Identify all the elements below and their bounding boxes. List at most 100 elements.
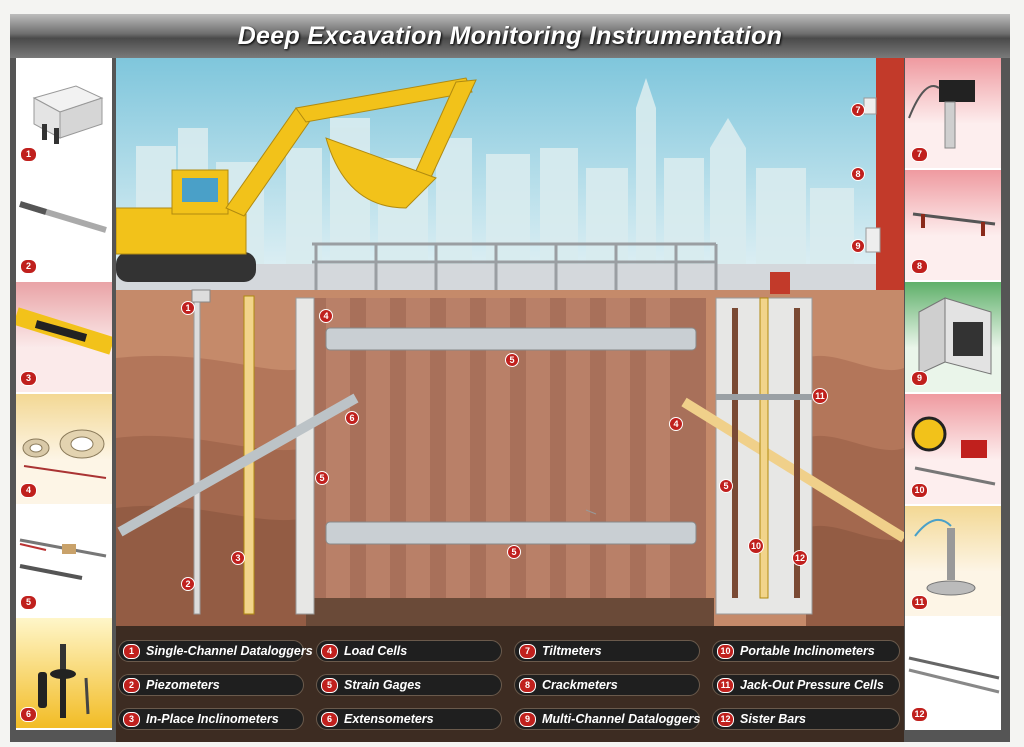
- legend-label: Jack-Out Pressure Cells: [740, 678, 884, 692]
- title-bar: Deep Excavation Monitoring Instrumentati…: [10, 14, 1010, 58]
- scene-badge: 7: [851, 103, 865, 117]
- scene-badge: 11: [812, 388, 828, 404]
- panel-2: 2: [16, 170, 112, 282]
- multichannel-datalogger-icon: [918, 297, 992, 375]
- panel-1: 1: [16, 58, 112, 170]
- svg-text:4: 4: [673, 419, 678, 429]
- legend-label: Piezometers: [146, 678, 220, 692]
- scene-badge: 9: [851, 239, 865, 253]
- pressure-cell-icon: [914, 518, 976, 596]
- excavation-scene: 1 2 3 4 5 6 4 5 5 7 8 9 10 11 12 5: [116, 58, 904, 630]
- panel-8: 8: [905, 170, 1001, 282]
- datalogger-box-icon: [32, 85, 104, 144]
- svg-text:2: 2: [185, 579, 190, 589]
- legend-label: Multi-Channel Dataloggers: [542, 712, 701, 726]
- tiltmeter-icon: [908, 80, 975, 149]
- legend-item: 12 Sister Bars: [712, 708, 900, 730]
- panel-12: 12: [905, 618, 1001, 730]
- legend-badge: 8: [519, 677, 536, 693]
- svg-text:12: 12: [795, 553, 805, 563]
- legend-item: 9 Multi-Channel Dataloggers: [514, 708, 700, 730]
- portable-inclinometer-icon: [911, 416, 996, 486]
- panel-badge: 2: [20, 259, 37, 274]
- panel-7: 7: [905, 58, 1001, 170]
- scene-badge: 2: [181, 577, 195, 591]
- legend-item: 10 Portable Inclinometers: [712, 640, 900, 662]
- panel-6: 6: [16, 618, 112, 730]
- panel-badge: 8: [911, 259, 928, 274]
- panel-badge: 5: [20, 595, 37, 610]
- legend-badge: 5: [321, 677, 338, 693]
- legend: 1 Single-Channel Dataloggers 2 Piezomete…: [116, 626, 904, 742]
- left-instrument-panels: 1 2 3 4: [16, 58, 112, 730]
- strain-gage-icon: [19, 538, 107, 580]
- svg-text:10: 10: [751, 541, 761, 551]
- panel-badge: 9: [911, 371, 928, 386]
- panel-5: 5: [16, 506, 112, 618]
- panel-11: 11: [905, 506, 1001, 618]
- legend-badge: 11: [717, 677, 734, 693]
- scene-badge: 5: [719, 479, 733, 493]
- legend-label: Tiltmeters: [542, 644, 602, 658]
- legend-label: Extensometers: [344, 712, 434, 726]
- svg-text:5: 5: [319, 473, 324, 483]
- scene-badge: 5: [315, 471, 329, 485]
- scene-badge: 1: [181, 301, 195, 315]
- legend-item: 7 Tiltmeters: [514, 640, 700, 662]
- legend-item: 1 Single-Channel Dataloggers: [118, 640, 313, 662]
- legend-label: Load Cells: [344, 644, 408, 658]
- svg-text:6: 6: [349, 413, 354, 423]
- inclinometer-probe-icon: [16, 307, 112, 355]
- legend-item: 11 Jack-Out Pressure Cells: [712, 674, 900, 696]
- load-cell-icon: [22, 429, 107, 479]
- legend-badge: 10: [717, 643, 734, 659]
- excavator-icon: [116, 77, 477, 282]
- svg-text:7: 7: [855, 105, 860, 115]
- extensometer-icon: [38, 644, 90, 718]
- panel-badge: 1: [20, 147, 37, 162]
- svg-text:5: 5: [509, 355, 514, 365]
- panel-badge: 10: [911, 483, 928, 498]
- scene-badge: 8: [851, 167, 865, 181]
- sister-bar-icon: [908, 656, 1000, 694]
- panel-9: 9: [905, 282, 1001, 394]
- scene-badge: 4: [319, 309, 333, 323]
- legend-badge: 9: [519, 711, 536, 727]
- scene-badge: 5: [505, 353, 519, 367]
- poster-frame: Deep Excavation Monitoring Instrumentati…: [10, 14, 1010, 742]
- legend-badge: 6: [321, 711, 338, 727]
- scene-badge: 10: [748, 538, 764, 554]
- scene-badge: 6: [345, 411, 359, 425]
- panel-badge: 11: [911, 595, 928, 610]
- legend-label: Crackmeters: [542, 678, 618, 692]
- svg-text:11: 11: [815, 391, 825, 401]
- scene-badge: 12: [792, 550, 808, 566]
- scene-badge: 3: [231, 551, 245, 565]
- right-instrument-panels: 7 8 9 10: [905, 58, 1001, 730]
- svg-text:4: 4: [323, 311, 328, 321]
- legend-badge: 2: [123, 677, 140, 693]
- svg-text:3: 3: [235, 553, 240, 563]
- crackmeter-icon: [912, 212, 996, 236]
- scene-badge: 4: [669, 417, 683, 431]
- svg-text:1: 1: [185, 303, 190, 313]
- poster-title: Deep Excavation Monitoring Instrumentati…: [237, 21, 783, 50]
- scene-badge: 5: [507, 545, 521, 559]
- piezometer-icon: [19, 201, 107, 233]
- svg-text:8: 8: [855, 169, 860, 179]
- legend-label: Portable Inclinometers: [740, 644, 875, 658]
- panel-badge: 12: [911, 707, 928, 722]
- legend-item: 4 Load Cells: [316, 640, 502, 662]
- panel-4: 4: [16, 394, 112, 506]
- legend-item: 5 Strain Gages: [316, 674, 502, 696]
- svg-text:9: 9: [855, 241, 860, 251]
- legend-item: 3 In-Place Inclinometers: [118, 708, 304, 730]
- panel-badge: 6: [20, 707, 37, 722]
- panel-badge: 7: [911, 147, 928, 162]
- scene-badges: 1 2 3 4 5 6 4 5 5 7 8 9 10 11 12 5: [181, 103, 865, 591]
- legend-badge: 4: [321, 643, 338, 659]
- legend-badge: 7: [519, 643, 536, 659]
- panel-badge: 4: [20, 483, 37, 498]
- legend-badge: 1: [123, 643, 140, 659]
- svg-text:5: 5: [511, 547, 516, 557]
